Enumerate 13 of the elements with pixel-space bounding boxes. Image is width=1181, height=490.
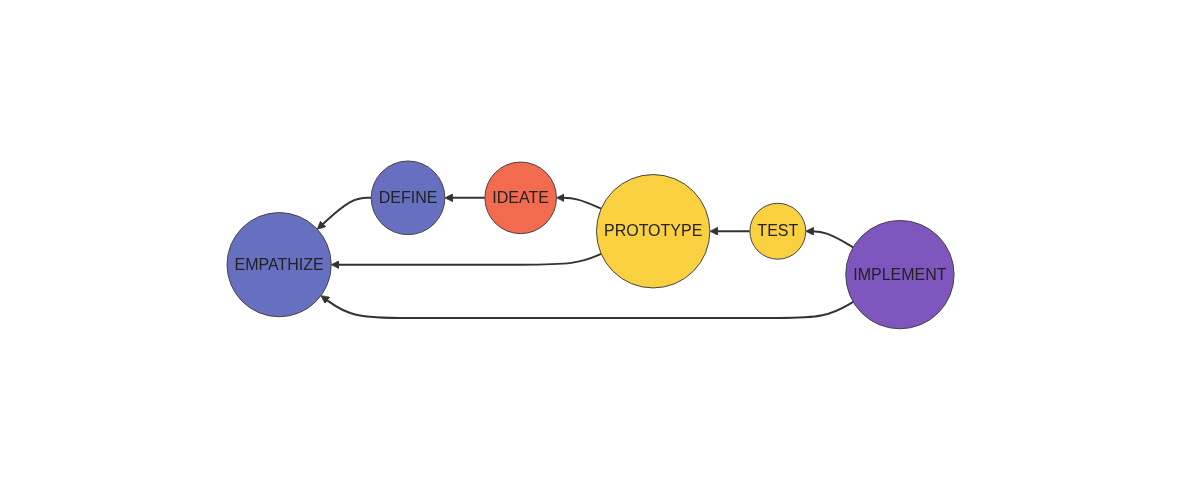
- arrow: [556, 193, 603, 210]
- arrow: [805, 226, 855, 249]
- arrow: [320, 295, 855, 320]
- arrow: [316, 196, 373, 230]
- arrow: [330, 253, 603, 270]
- arrow: [709, 226, 751, 236]
- node-circle: TEST: [749, 202, 807, 260]
- node-circle: PROTOTYPE: [595, 174, 711, 289]
- arrow: [444, 193, 486, 203]
- node-circle: DEFINE: [370, 160, 446, 236]
- node-circle: IMPLEMENT: [845, 220, 955, 330]
- node-circle: EMPATHIZE: [226, 212, 332, 318]
- node-circle: IDEATE: [484, 161, 557, 235]
